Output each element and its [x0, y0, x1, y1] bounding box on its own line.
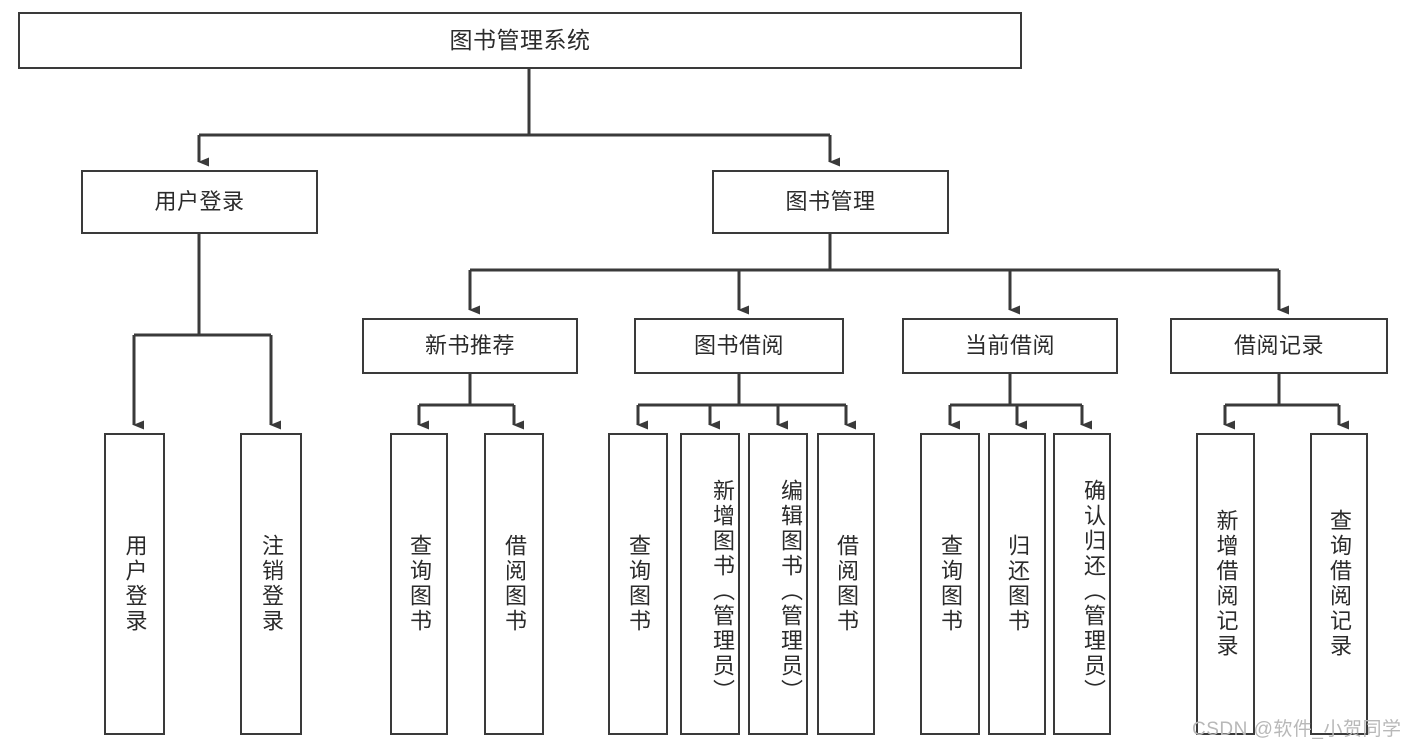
- node-book-manage[interactable]: 图书管理: [712, 170, 949, 234]
- node-label: 图书管理系统: [449, 27, 591, 53]
- node-label: 查询借阅记录: [1327, 509, 1352, 659]
- node-leaf-edit-book[interactable]: 编辑图书（管理员）: [748, 433, 808, 735]
- csdn-watermark: CSDN @软件_小贺同学: [1192, 719, 1402, 740]
- node-root[interactable]: 图书管理系统: [18, 12, 1022, 69]
- node-new-book-rec[interactable]: 新书推荐: [362, 318, 578, 374]
- node-leaf-return-book[interactable]: 归还图书: [988, 433, 1046, 735]
- node-label: 用户登录: [154, 189, 245, 214]
- node-leaf-query-book-1[interactable]: 查询图书: [390, 433, 448, 735]
- node-label: 归还图书: [1005, 534, 1030, 634]
- node-leaf-add-record[interactable]: 新增借阅记录: [1196, 433, 1255, 735]
- node-label: 借阅图书: [502, 534, 527, 634]
- node-leaf-borrow-book-1[interactable]: 借阅图书: [484, 433, 544, 735]
- node-label: 借阅图书: [834, 534, 859, 634]
- node-label: 编辑图书（管理员）: [778, 478, 803, 704]
- node-borrow-record[interactable]: 借阅记录: [1170, 318, 1388, 374]
- node-label: 查询图书: [626, 534, 651, 634]
- node-current-borrow[interactable]: 当前借阅: [902, 318, 1118, 374]
- node-label: 新增借阅记录: [1213, 509, 1239, 659]
- node-label: 查询图书: [938, 534, 963, 634]
- node-label: 新书推荐: [424, 333, 515, 358]
- node-leaf-query-book-3[interactable]: 查询图书: [920, 433, 980, 735]
- node-leaf-borrow-book-2[interactable]: 借阅图书: [817, 433, 875, 735]
- node-label: 图书管理: [785, 189, 876, 214]
- node-leaf-add-book[interactable]: 新增图书（管理员）: [680, 433, 740, 735]
- node-leaf-confirm-return[interactable]: 确认归还（管理员）: [1053, 433, 1111, 735]
- node-label: 当前借阅: [964, 333, 1055, 358]
- node-leaf-query-book-2[interactable]: 查询图书: [608, 433, 668, 735]
- node-label: 查询图书: [407, 534, 432, 634]
- node-label: 新增图书（管理员）: [710, 478, 735, 704]
- node-label: 确认归还（管理员）: [1081, 478, 1106, 704]
- node-label: 用户登录: [122, 534, 148, 634]
- node-label: 借阅记录: [1233, 333, 1324, 358]
- node-label: 图书借阅: [693, 333, 784, 358]
- node-leaf-query-record[interactable]: 查询借阅记录: [1310, 433, 1368, 735]
- node-book-borrow[interactable]: 图书借阅: [634, 318, 844, 374]
- node-label: 注销登录: [259, 534, 284, 634]
- node-leaf-logout[interactable]: 注销登录: [240, 433, 302, 735]
- node-leaf-user-login[interactable]: 用户登录: [104, 433, 165, 735]
- node-user-login[interactable]: 用户登录: [81, 170, 318, 234]
